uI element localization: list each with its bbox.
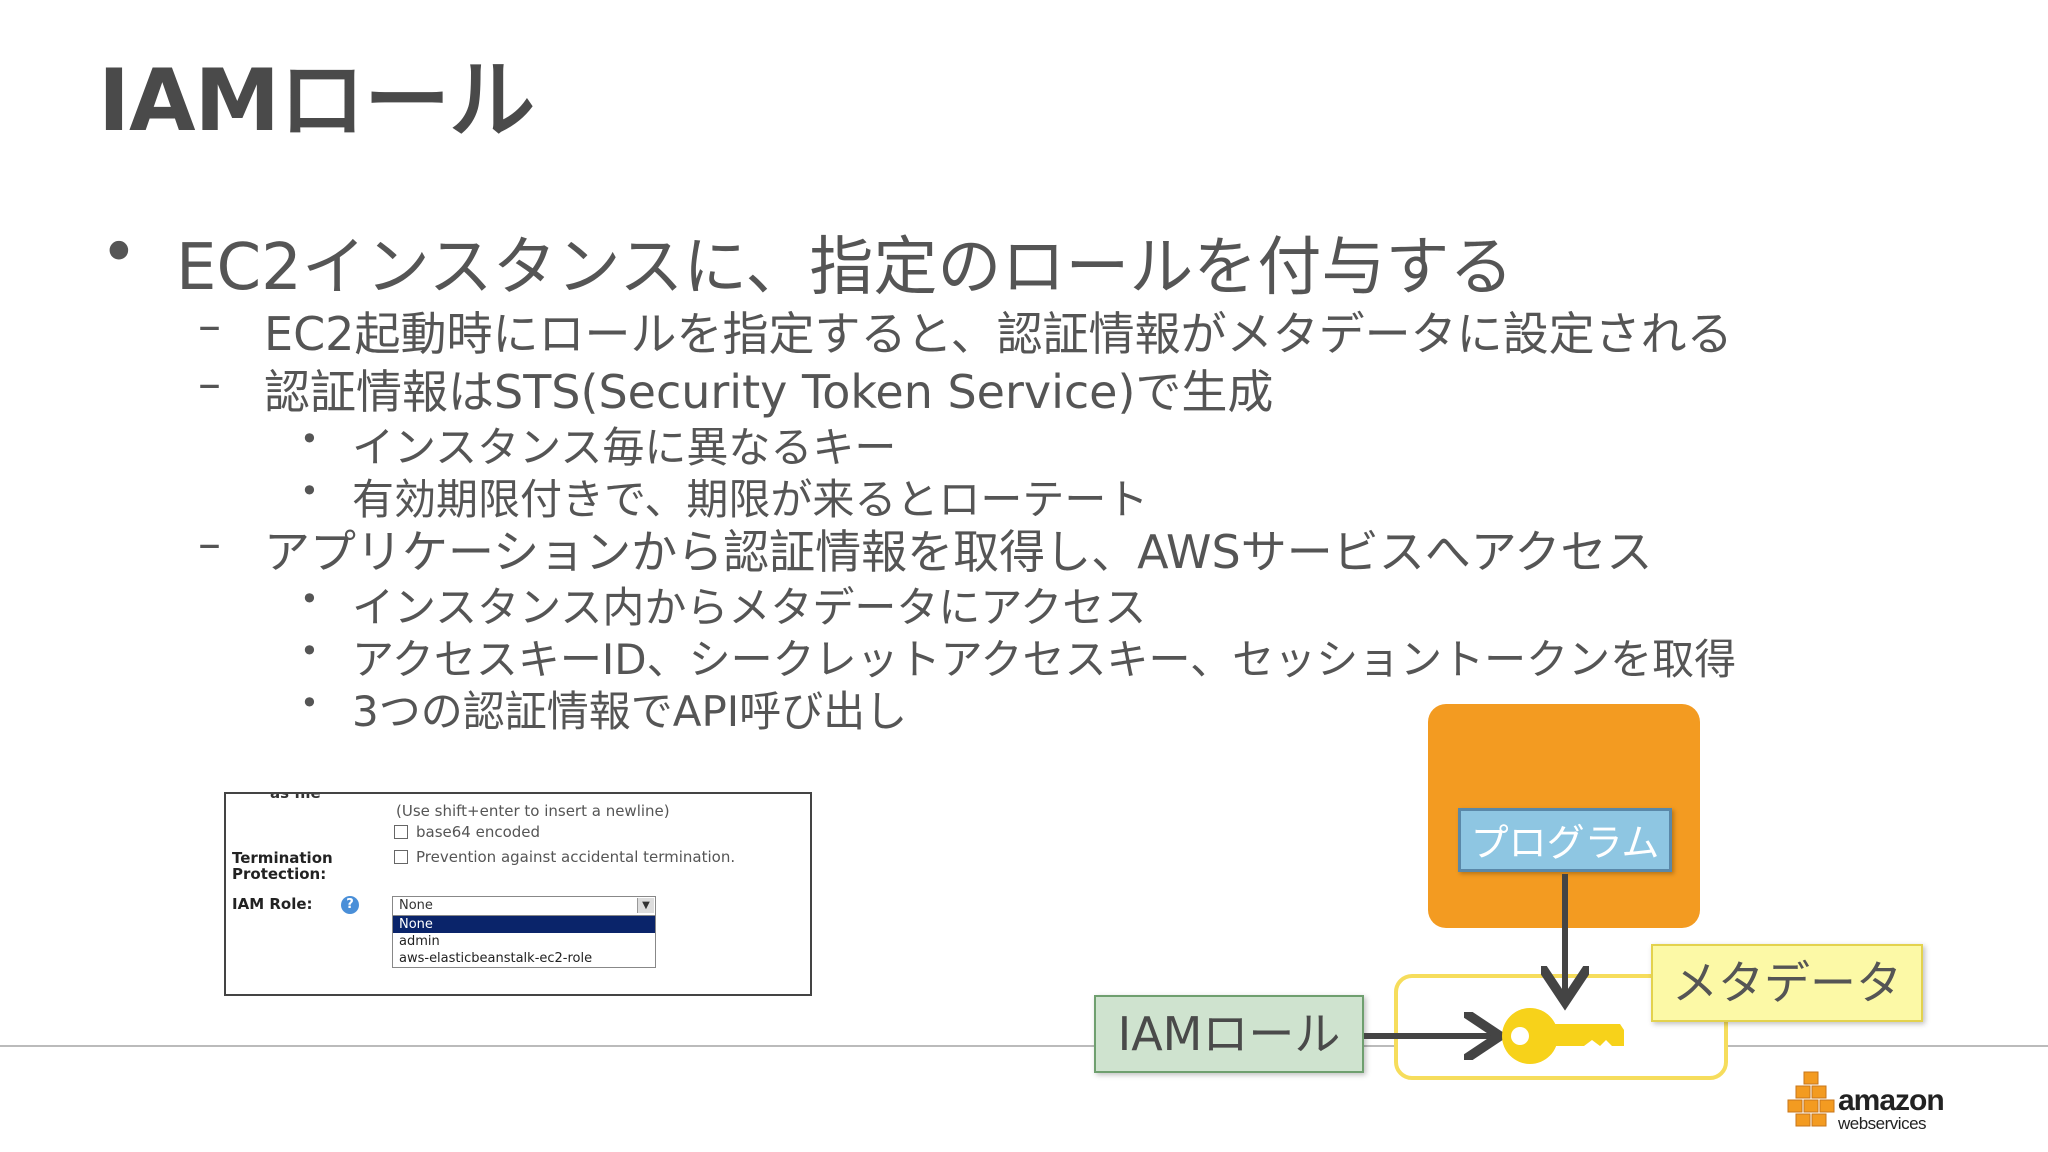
termination-option-label: Prevention against accidental terminatio… — [416, 848, 736, 866]
bullet-text: アプリケーションから認証情報を取得し、AWSサービスへアクセス — [264, 525, 1653, 579]
iam-role-select[interactable]: None ▼ — [392, 896, 656, 916]
bullet-marker: – — [198, 356, 221, 410]
console-screenshot: as file (Use shift+enter to insert a new… — [224, 792, 812, 996]
help-icon[interactable]: ? — [341, 896, 359, 914]
bullet-marker: • — [300, 472, 319, 510]
termination-label: Termination Protection: — [232, 850, 333, 882]
bullet-marker: • — [100, 216, 138, 290]
aws-logo-word1: amazon — [1838, 1084, 1945, 1117]
iam-role-dropdown: None admin aws-elasticbeanstalk-ec2-role — [392, 915, 656, 968]
aws-cubes-icon — [1787, 1071, 1835, 1127]
bullet-marker: • — [300, 632, 319, 670]
footer-divider — [0, 1045, 2048, 1047]
termination-label-line1: Termination — [232, 849, 333, 867]
aws-logo-word2: webservices — [1838, 1114, 1927, 1133]
program-label: プログラム — [1458, 808, 1672, 872]
bullet-text: インスタンス毎に異なるキー — [352, 423, 897, 472]
bullet-text: 3つの認証情報でAPI呼び出し — [352, 687, 908, 736]
bullet-marker: • — [300, 420, 319, 458]
dropdown-option-none[interactable]: None — [393, 916, 655, 933]
bullet-text: EC2起動時にロールを指定すると、認証情報がメタデータに設定される — [264, 307, 1733, 361]
termination-checkbox[interactable] — [394, 850, 408, 864]
iam-role-selected: None — [399, 898, 433, 913]
bullet-text: 有効期限付きで、期限が来るとローテート — [352, 475, 1149, 524]
dropdown-option-beanstalk[interactable]: aws-elasticbeanstalk-ec2-role — [399, 951, 593, 966]
dropdown-option-admin[interactable]: admin — [399, 934, 440, 949]
bullet-marker: • — [300, 580, 319, 618]
aws-logo: amazon webservices — [1786, 1070, 1946, 1133]
metadata-label: メタデータ — [1651, 944, 1923, 1022]
slide-title: IAMロール — [98, 51, 535, 151]
base64-checkbox[interactable] — [394, 825, 408, 839]
bullet-text: アクセスキーID、シークレットアクセスキー、セッショントークンを取得 — [352, 635, 1737, 684]
bullet-text: インスタンス内からメタデータにアクセス — [352, 583, 1147, 632]
bullet-marker: – — [198, 298, 221, 352]
newline-hint: (Use shift+enter to insert a newline) — [396, 802, 670, 820]
iam-role-box: IAMロール — [1094, 995, 1364, 1073]
termination-label-line2: Protection: — [232, 865, 327, 883]
bullet-text: EC2インスタンスに、指定のロールを付与する — [176, 231, 1514, 305]
base64-label: base64 encoded — [416, 823, 541, 841]
chevron-down-icon[interactable]: ▼ — [637, 898, 654, 913]
bullet-text: 認証情報はSTS(Security Token Service)で生成 — [264, 365, 1274, 419]
iam-role-label: IAM Role: — [232, 895, 313, 913]
cut-off-label: as file — [270, 792, 321, 802]
bullet-marker: • — [300, 684, 319, 722]
bullet-marker: – — [198, 516, 221, 570]
